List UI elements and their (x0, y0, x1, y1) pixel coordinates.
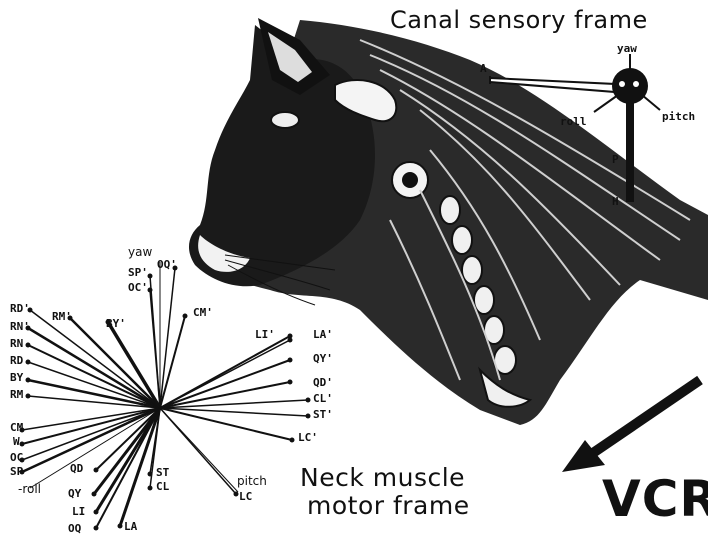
muscle-label-QD: QD (70, 462, 84, 475)
neck-frame-title-line2: motor frame (307, 491, 470, 520)
canal-A-label: A (480, 62, 487, 75)
muscle-label-RM-prime: RM' (52, 310, 72, 323)
muscle-label-ST: ST (156, 466, 170, 479)
muscle-label-CM: CM (10, 421, 24, 434)
muscle-vector-endpoint (306, 398, 311, 403)
muscle-vector-endpoint (94, 526, 99, 531)
muscle-label-OC: OC (10, 451, 23, 464)
motor-yaw-label: yaw (128, 245, 152, 259)
muscle-label-ST-prime: ST' (313, 408, 333, 421)
muscle-vector-endpoint (26, 378, 31, 383)
canal-sphere (612, 68, 648, 104)
motor-axis-line (30, 408, 160, 488)
muscle-vector-line (160, 408, 292, 440)
muscle-vector-line (28, 328, 160, 408)
muscle-label-QY-prime: QY' (313, 352, 333, 365)
canal-P-label: P (612, 153, 619, 166)
cat-eye (271, 112, 299, 128)
muscle-label-RN-prime: RN' (10, 320, 30, 333)
motor-neg-roll-label: -roll (18, 482, 41, 496)
muscle-vector-endpoint (288, 338, 293, 343)
muscle-label-OC-prime: OC' (128, 281, 148, 294)
muscle-vector-endpoint (148, 486, 153, 491)
muscle-vector-line (160, 340, 290, 408)
muscle-label-LC-prime: LC' (298, 431, 318, 444)
muscle-vector-endpoint (148, 274, 153, 279)
muscle-vector-endpoint (94, 468, 99, 473)
muscle-vector-line (160, 316, 185, 408)
canal-roll-label: roll (560, 115, 587, 128)
muscle-label-QD-prime: QD' (313, 376, 333, 389)
muscle-vector-endpoint (290, 438, 295, 443)
muscle-label-OQ: OQ (68, 522, 82, 535)
muscle-vector-endpoint (234, 492, 239, 497)
muscle-label-RM: RM (10, 388, 24, 401)
canal-pitch-label: pitch (662, 110, 695, 123)
muscle-label-RD: RD (10, 354, 24, 367)
muscle-vector-endpoint (94, 510, 99, 515)
muscle-label-LC: LC (239, 490, 252, 503)
muscle-vector-endpoint (26, 394, 31, 399)
muscle-label-OQ-prime: OQ' (157, 258, 177, 271)
muscle-label-CL-prime: CL' (313, 392, 333, 405)
muscle-vector-line (120, 408, 160, 526)
cat-ear-canal-inner (402, 172, 418, 188)
canal-frame-title: Canal sensory frame (390, 6, 648, 34)
muscle-label-BY: BY (10, 371, 24, 384)
muscle-vector-endpoint (288, 358, 293, 363)
muscle-vector-line (160, 408, 308, 416)
muscle-label-LA-prime: LA' (313, 328, 333, 341)
muscle-label-LI: LI (72, 505, 85, 518)
muscle-label-LI-prime: LI' (255, 328, 275, 341)
muscle-vector-endpoint (20, 442, 25, 447)
muscle-vector-line (150, 290, 160, 408)
muscle-label-SP-prime: SP' (128, 266, 148, 279)
muscle-vector-line (160, 268, 175, 408)
vcr-label: VCR (602, 470, 708, 528)
muscle-vector-endpoint (288, 380, 293, 385)
canal-yaw-label: yaw (617, 42, 637, 55)
muscle-vector-endpoint (26, 360, 31, 365)
muscle-vector-endpoint (92, 492, 97, 497)
canal-PH-bar (626, 92, 634, 202)
muscle-label-W: W (13, 435, 20, 448)
muscle-label-BY-prime: BY' (106, 317, 126, 330)
muscle-vector-endpoint (183, 314, 188, 319)
vcr-arrow (562, 380, 700, 472)
motor-pitch-label: pitch (237, 474, 267, 488)
canal-roll-axis (594, 95, 618, 112)
muscle-label-CL: CL (156, 480, 170, 493)
canal-H-label: H (612, 195, 619, 208)
muscle-vector-endpoint (118, 524, 123, 529)
muscle-vector-endpoint (306, 414, 311, 419)
canal-pitch-axis (642, 95, 660, 110)
muscle-label-QY: QY (68, 487, 82, 500)
muscle-label-RN: RN (10, 337, 23, 350)
neck-frame-title-line1: Neck muscle (300, 463, 465, 492)
muscle-label-CM-prime: CM' (193, 306, 213, 319)
motor-axis-line (160, 408, 238, 492)
muscle-label-LA: LA (124, 520, 138, 533)
muscle-vector-endpoint (26, 343, 31, 348)
muscle-label-RD-prime: RD' (10, 302, 30, 315)
muscle-vector-line (160, 360, 290, 408)
muscle-vector-endpoint (148, 288, 153, 293)
muscle-label-SP: SP (10, 465, 24, 478)
